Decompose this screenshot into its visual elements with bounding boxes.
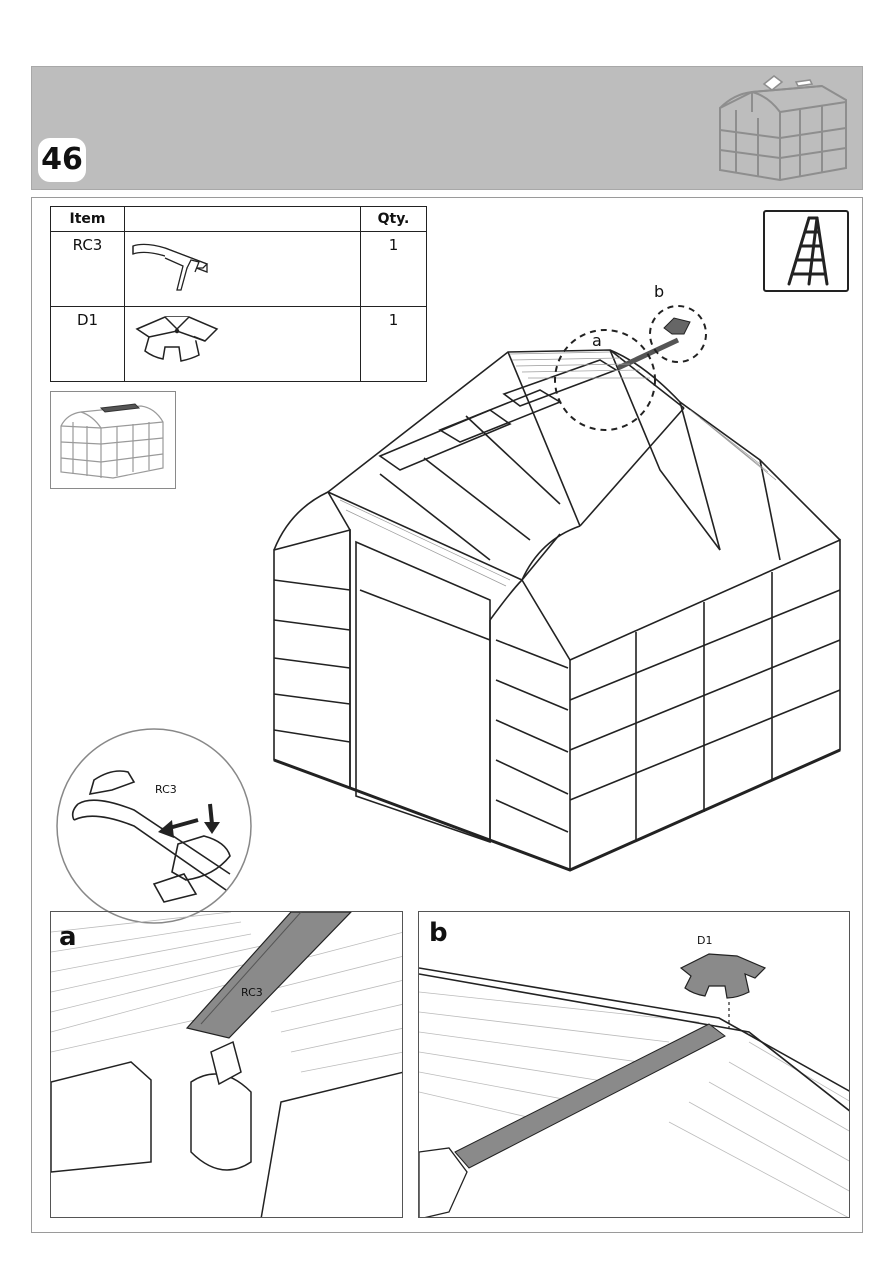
ladder-indicator — [763, 210, 849, 292]
detail-a-illustration — [51, 912, 403, 1218]
image-column-header — [125, 207, 361, 232]
greenhouse-highlight-icon — [51, 392, 173, 486]
step-number: 46 — [38, 138, 86, 182]
detail-b-d1-label: D1 — [697, 934, 712, 947]
detail-b-panel: b D1 — [418, 911, 850, 1218]
callout-a-label: a — [592, 331, 602, 350]
detail-a-rc3-label: RC3 — [241, 986, 263, 999]
rc3-install-inset — [54, 724, 254, 929]
detail-b-illustration — [419, 912, 850, 1218]
detail-a-letter: a — [59, 922, 77, 952]
item-column-header: Item — [51, 207, 125, 232]
detail-b-letter: b — [429, 918, 448, 948]
greenhouse-assembly-illustration — [260, 290, 850, 890]
greenhouse-highlight-thumbnail — [50, 391, 176, 489]
greenhouse-thumbnail-icon — [712, 72, 852, 184]
qty-column-header: Qty. — [361, 207, 427, 232]
inset-rc3-label: RC3 — [155, 783, 177, 796]
callout-b-label: b — [654, 282, 664, 301]
ladder-icon — [765, 212, 847, 290]
detail-a-panel: a RC3 — [50, 911, 403, 1218]
detail-a-callout-circle — [555, 330, 655, 430]
part-code: RC3 — [51, 232, 125, 307]
part-code: D1 — [51, 307, 125, 382]
